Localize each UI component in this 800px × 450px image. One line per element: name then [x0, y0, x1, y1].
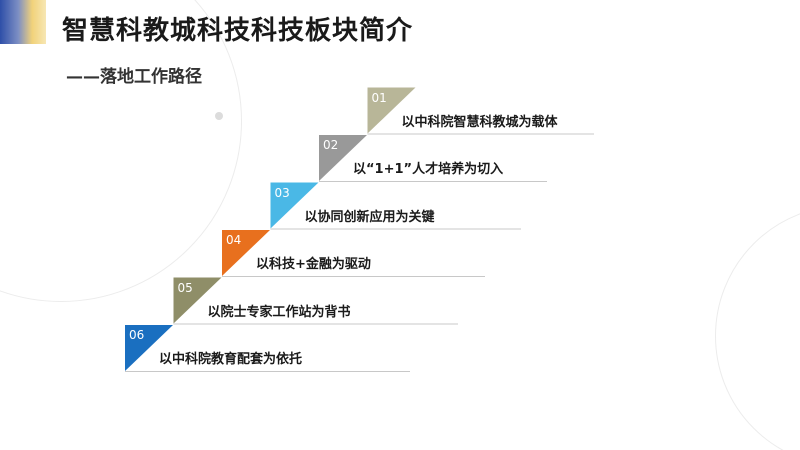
step-triangle-04	[222, 230, 270, 276]
step-label-04: 以科技+金融为驱动	[256, 257, 371, 272]
step-label-05: 以院士专家工作站为背书	[207, 304, 351, 320]
step-label-03: 以协同创新应用为关键	[304, 209, 435, 225]
step-triangle-05	[173, 277, 222, 324]
step-label-06: 以中科院教育配套为依托	[159, 352, 303, 367]
step-triangle-03	[270, 182, 319, 229]
page-title: 智慧科教城科技科技板块简介	[62, 16, 414, 46]
step-number-04: 04	[226, 233, 242, 247]
decorative-dot	[215, 112, 223, 120]
page-subtitle: ——落地工作路径	[66, 67, 202, 87]
step-label-01: 以中科院智慧科教城为载体	[401, 114, 558, 130]
step-label-02: 以“1+1”人才培养为切入	[353, 162, 504, 177]
step-triangle-02	[319, 135, 367, 181]
step-number-02: 02	[323, 138, 339, 152]
step-triangle-06	[125, 325, 173, 371]
step-number-05: 05	[177, 280, 193, 295]
step-number-01: 01	[371, 90, 387, 105]
step-number-03: 03	[274, 185, 290, 200]
step-number-06: 06	[129, 328, 145, 342]
step-triangle-01	[367, 87, 416, 134]
